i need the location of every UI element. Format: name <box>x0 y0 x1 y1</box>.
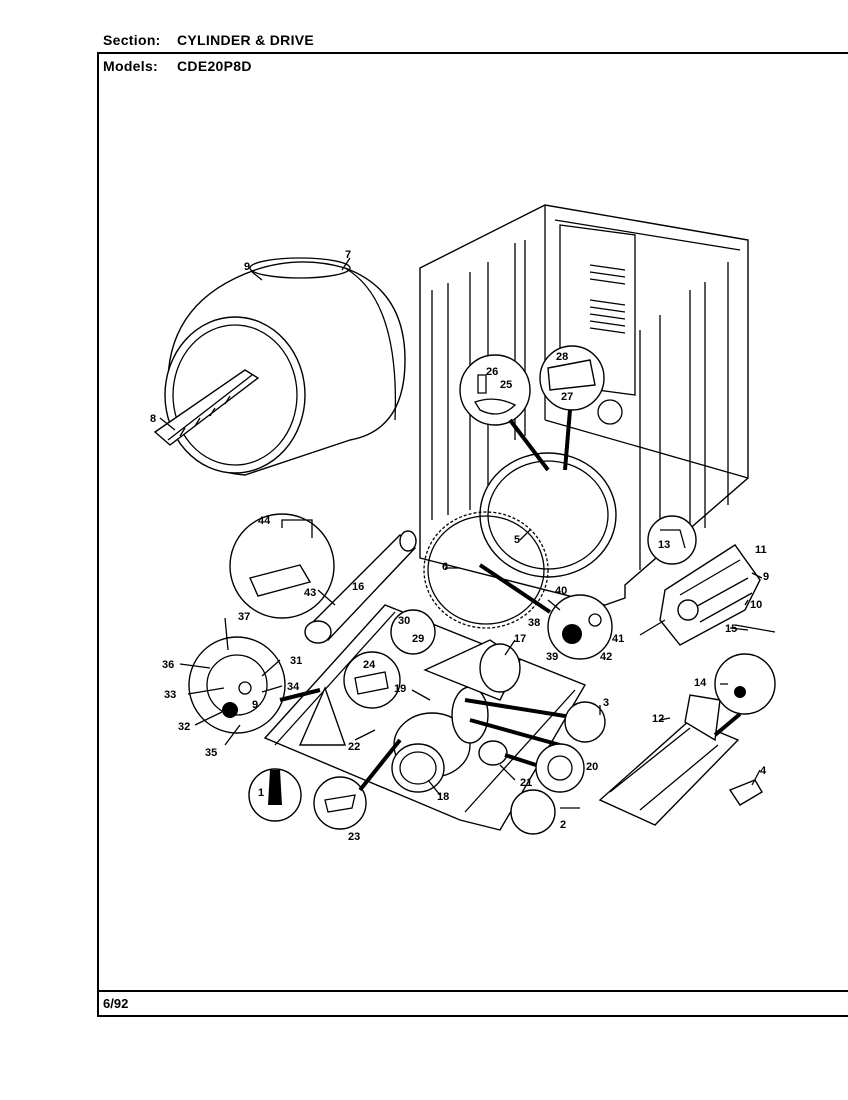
part-number: 33 <box>164 689 176 701</box>
callout-38-42 <box>478 563 613 660</box>
part-number: 29 <box>412 633 424 645</box>
callout-1 <box>248 768 302 822</box>
part-number: 12 <box>652 713 664 725</box>
callout-20-21 <box>504 743 585 793</box>
callout-23 <box>313 738 402 830</box>
part-number: 7 <box>345 249 351 261</box>
part-number: 21 <box>520 777 532 789</box>
part-number: 6 <box>442 561 448 573</box>
base-assembly <box>263 604 591 831</box>
part-number: 11 <box>755 544 767 556</box>
section-header: Section: CYLINDER & DRIVE <box>103 32 314 48</box>
part-number: 20 <box>586 761 598 773</box>
leader-lines <box>159 257 763 809</box>
part-number: 5 <box>514 534 520 546</box>
part-number: 22 <box>348 741 360 753</box>
callout-37-36 <box>188 636 321 734</box>
part-number-labels: 9 7 8 26 25 28 27 5 6 44 43 16 13 11 9 1… <box>150 249 769 843</box>
part-number: 44 <box>258 515 271 527</box>
part-number: 38 <box>528 617 540 629</box>
callout-44-43 <box>229 513 335 619</box>
drum-assembly <box>153 257 406 476</box>
part-number: 9 <box>244 261 250 273</box>
part-number: 4 <box>760 765 767 777</box>
motor-assembly <box>639 544 776 646</box>
section-value: CYLINDER & DRIVE <box>177 32 315 48</box>
part-number: 14 <box>694 677 707 689</box>
part-number: 39 <box>546 651 558 663</box>
callout-26-25 <box>459 354 550 472</box>
part-number: 42 <box>600 651 612 663</box>
diagram-frame <box>97 52 848 1017</box>
exhaust-duct <box>304 530 417 644</box>
part-number: 35 <box>205 747 217 759</box>
models-value: CDE20P8D <box>177 58 252 74</box>
callout-14 <box>713 653 776 737</box>
callout-3 <box>564 701 606 743</box>
part-number: 32 <box>178 721 190 733</box>
revision-date: 6/92 <box>103 996 129 1011</box>
part-number: 8 <box>150 413 156 425</box>
part-number: 15 <box>725 623 737 635</box>
part-number: 19 <box>394 683 406 695</box>
part-number: 30 <box>398 615 410 627</box>
part-number: 9 <box>252 699 258 711</box>
part-number: 37 <box>238 611 250 623</box>
part-number: 26 <box>486 366 498 378</box>
part-number: 3 <box>603 697 609 709</box>
part-4-shape <box>728 779 763 806</box>
part-number: 17 <box>514 633 526 645</box>
cabinet-frame <box>419 204 749 629</box>
models-label: Models: <box>103 58 158 74</box>
part-number: 41 <box>612 633 624 645</box>
part-number: 40 <box>555 585 567 597</box>
part-number: 9 <box>763 571 769 583</box>
part-number: 31 <box>290 655 302 667</box>
footer-rule <box>97 990 848 992</box>
part-number: 23 <box>348 831 360 843</box>
part-number: 10 <box>750 599 762 611</box>
part-number: 13 <box>658 539 670 551</box>
part-number: 1 <box>258 787 264 799</box>
part-number: 24 <box>363 659 376 671</box>
part-number: 2 <box>560 819 566 831</box>
part-number: 36 <box>162 659 174 671</box>
motor-mount-bracket <box>598 694 740 826</box>
models-header: Models: CDE20P8D <box>103 58 252 74</box>
part-number: 27 <box>561 391 573 403</box>
callout-2 <box>510 789 556 835</box>
callout-24 <box>343 651 401 709</box>
part-number: 34 <box>287 681 300 693</box>
part-number: 25 <box>500 379 512 391</box>
part-number: 28 <box>556 351 568 363</box>
part-number: 43 <box>304 587 316 599</box>
part-number: 18 <box>437 791 449 803</box>
callout-30-29 <box>390 609 436 655</box>
callout-13 <box>647 515 697 565</box>
section-label: Section: <box>103 32 161 48</box>
part-number: 16 <box>352 581 364 593</box>
callout-28-27 <box>539 345 605 471</box>
